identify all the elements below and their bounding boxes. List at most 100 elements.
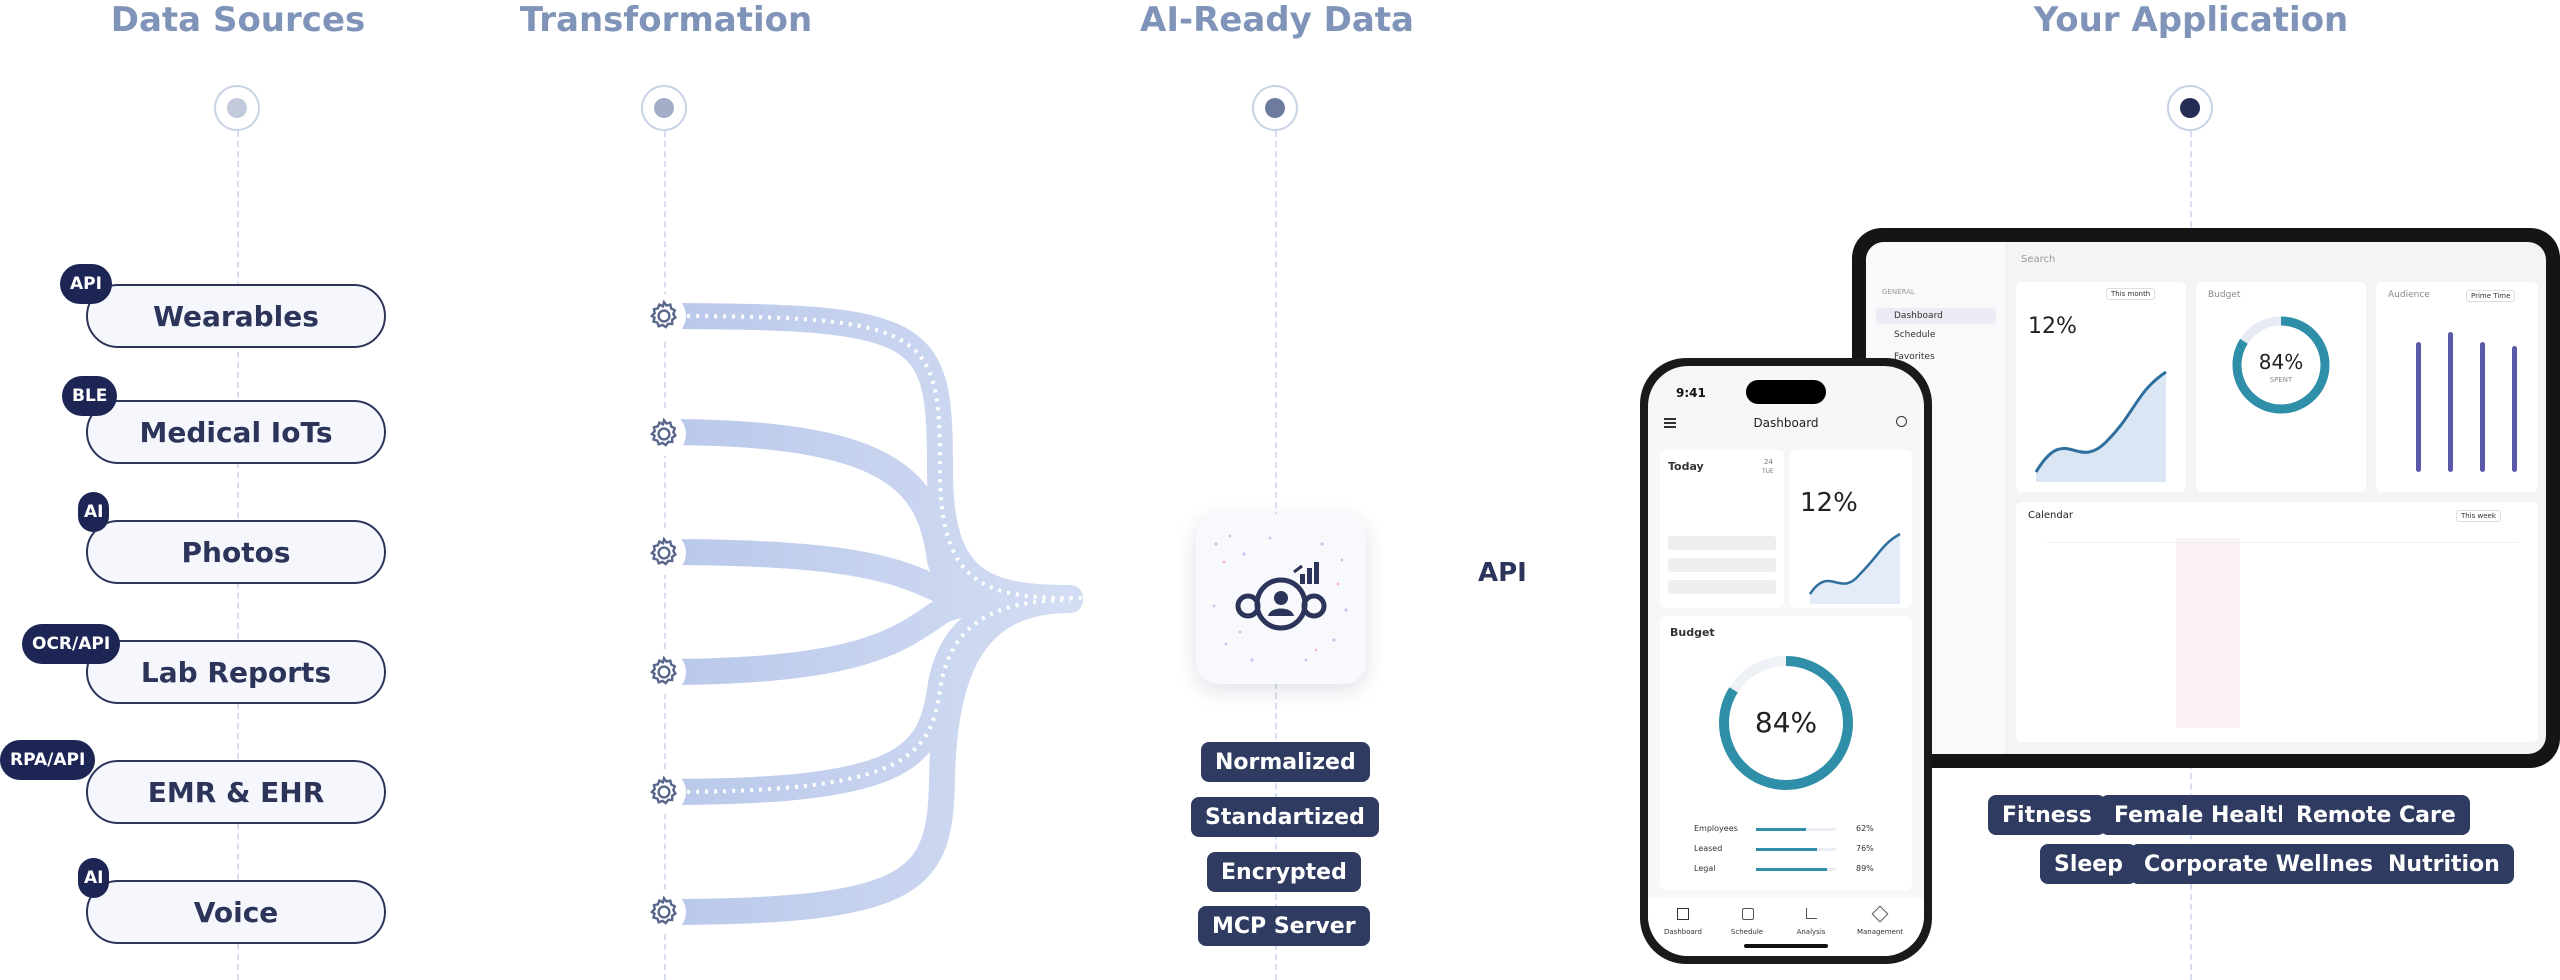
ai-ready-tag: Encrypted (1207, 852, 1361, 892)
phone-tab-dashboard[interactable]: Dashboard (1664, 928, 1702, 936)
gear-icon (642, 294, 686, 338)
phone-row-value: 89% (1856, 864, 1874, 873)
source-badge: OCR/API (22, 624, 121, 664)
tablet-budget-value: 84% (2258, 350, 2304, 374)
tablet-search[interactable]: Search (2021, 254, 2056, 265)
tablet-nav-favorites[interactable]: Favorites (1894, 352, 1935, 362)
tablet-nav-dashboard[interactable]: Dashboard (1876, 308, 1996, 324)
phone-row-track (1756, 828, 1836, 831)
tablet-card-budget: Budget 84% SPENT (2196, 282, 2366, 492)
column-node-sources (214, 85, 260, 131)
menu-icon[interactable] (1664, 418, 1676, 420)
api-label: API (1478, 558, 1527, 588)
calendar-today-column (2176, 538, 2240, 728)
source-badge: AI (78, 492, 110, 532)
tablet-nav-section: GENERAL (1882, 288, 1915, 296)
tablet-card-audience: Audience Prime Time (2376, 282, 2538, 492)
phone-today-label: Today (1668, 460, 1704, 473)
search-icon[interactable] (1896, 416, 1907, 427)
tablet-screen: GENERAL Dashboard Schedule Favorites Sea… (1866, 242, 2546, 754)
phone-notch (1746, 380, 1826, 404)
source-label: Lab Reports (140, 655, 332, 689)
gear-icon (642, 890, 686, 934)
ai-ready-tag: MCP Server (1198, 906, 1370, 946)
app-tag: Sleep (2040, 844, 2137, 884)
merge-flows (651, 303, 1659, 925)
phone-growth-chart (1808, 532, 1901, 604)
gear-icon (642, 531, 686, 575)
tablet-filter[interactable]: This month (2106, 288, 2156, 300)
tablet-filter[interactable]: Prime Time (2466, 290, 2516, 302)
source-pipe-dots (390, 314, 664, 794)
phone-row-label: Employees (1694, 824, 1738, 833)
source-label: Voice (193, 895, 279, 929)
ai-ready-tag: Normalized (1201, 742, 1370, 782)
source-label: Medical IoTs (139, 415, 333, 449)
column-title-transformation: Transformation (519, 0, 813, 40)
app-tag: Female Health (2100, 795, 2307, 835)
source-wearables: Wearables (86, 284, 386, 348)
tablet-calendar-title: Calendar (2028, 510, 2073, 521)
tablet-growth-chart (2034, 370, 2167, 482)
tablet-nav-schedule[interactable]: Schedule (1894, 330, 1936, 340)
tablet-mockup: GENERAL Dashboard Schedule Favorites Sea… (1852, 228, 2560, 768)
phone-budget-title: Budget (1670, 626, 1715, 639)
source-badge: API (60, 264, 112, 304)
source-badge: RPA/API (0, 740, 96, 780)
gear-icon (642, 412, 686, 456)
source-lab-reports: Lab Reports (86, 640, 386, 704)
tablet-card-growth: 12% This month (2016, 282, 2186, 492)
calendar-divider (2046, 542, 2518, 543)
dotted-flows (390, 314, 1650, 794)
column-node-ai-ready (1252, 85, 1298, 131)
phone-row-value: 62% (1856, 824, 1874, 833)
schedule-slot (1668, 558, 1776, 572)
source-photos: Photos (86, 520, 386, 584)
gear-icon (642, 770, 686, 814)
source-label: Photos (181, 535, 291, 569)
gears-person-icon (1212, 534, 1348, 662)
source-label: Wearables (153, 299, 319, 333)
phone-date-num: 24 (1764, 458, 1773, 466)
ai-ready-tag: Standartized (1191, 797, 1379, 837)
source-pipes (377, 303, 677, 925)
source-badge: AI (78, 858, 110, 898)
source-medical-iots: Medical IoTs (86, 400, 386, 464)
tablet-audience-title: Audience (2388, 290, 2430, 300)
phone-row-fill (1756, 848, 1817, 851)
phone-card-today: Today 24 TUE (1660, 450, 1784, 608)
phone-tab-management[interactable]: Management (1856, 928, 1904, 936)
phone-tab-analysis[interactable]: Analysis (1796, 928, 1826, 936)
tablet-budget-title: Budget (2208, 290, 2241, 300)
schedule-slot (1668, 536, 1776, 550)
phone-card-budget: Budget 84% Employees 62% Leased 76% Lega… (1660, 616, 1912, 890)
audience-bar (2448, 332, 2453, 472)
phone-tab-schedule[interactable]: Schedule (1730, 928, 1764, 936)
phone-row-fill (1756, 828, 1806, 831)
audience-bar (2480, 342, 2485, 472)
phone-screen: 9:41 Dashboard Today 24 TUE 12% Bud (1648, 366, 1924, 956)
ai-ready-hub (1196, 514, 1366, 684)
phone-row-fill (1756, 868, 1828, 871)
app-tag: Corporate Wellness (2130, 844, 2401, 884)
schedule-slot (1668, 580, 1776, 594)
source-voice: Voice (86, 880, 386, 944)
phone-mockup: 9:41 Dashboard Today 24 TUE 12% Bud (1640, 358, 1932, 964)
tablet-card-calendar: Calendar This week (2016, 502, 2538, 742)
phone-row-value: 76% (1856, 844, 1874, 853)
tablet-filter[interactable]: This week (2456, 510, 2501, 522)
column-node-application (2167, 85, 2213, 131)
phone-budget-ring (1719, 656, 1853, 790)
source-emr-ehr: EMR & EHR (86, 760, 386, 824)
dashboard-tab-icon (1677, 908, 1689, 920)
phone-card-growth: 12% (1790, 450, 1912, 608)
gear-icon (642, 650, 686, 694)
source-badge: BLE (62, 376, 118, 416)
tablet-budget-sub: SPENT (2269, 376, 2293, 384)
column-title-data-sources: Data Sources (110, 0, 366, 40)
tablet-growth-value: 12% (2028, 314, 2077, 339)
phone-row-track (1756, 868, 1836, 871)
tablet-budget-ring (2232, 316, 2330, 414)
